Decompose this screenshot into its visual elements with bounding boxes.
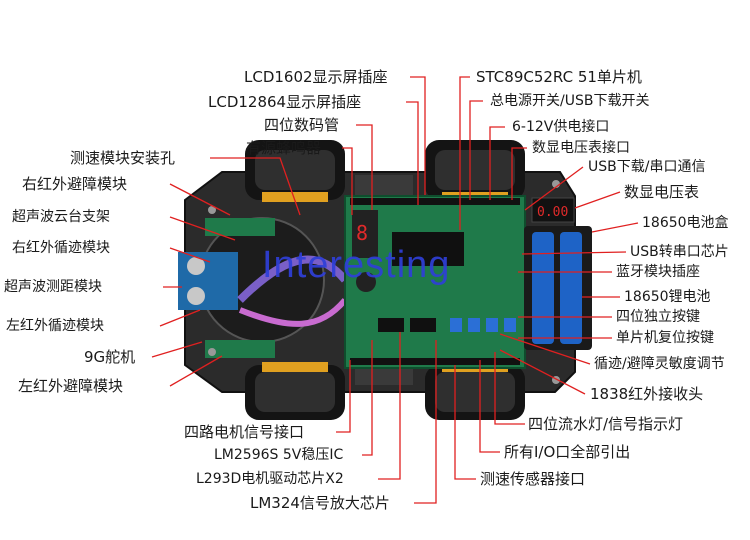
label-usb-serial: USB转串口芯片 [630,244,729,260]
battery-18650 [560,232,582,344]
leader-line-motor-sig [336,360,351,433]
leader-line-usb-serial [521,251,627,255]
leader-line-speed-hole [210,157,301,216]
mcu-chip [392,232,464,266]
leader-line-track-right [169,247,211,263]
capacitor [356,272,376,292]
label-voltmeter: 数显电压表 [624,183,700,201]
leader-line-leds4 [494,352,525,425]
label-ir-left: 左红外避障模块 [18,377,124,395]
label-track-right: 右红外循迹模块 [12,240,110,256]
leader-line-ultra-mount [169,216,236,241]
label-track-left: 左红外循迹模块 [6,318,104,334]
label-ultra-mount: 超声波云台支架 [12,209,110,225]
label-mcu: STC89C52RC 51单片机 [476,68,642,86]
label-bat-box: 18650电池盒 [642,215,729,231]
wheel-rear-left [245,362,345,420]
label-lm324: LM324信号放大芯片 [250,494,390,512]
leader-line-buzzer [342,147,353,215]
potentiometers [450,318,516,332]
leader-line-bat-box [591,222,639,233]
leader-line-lm2596 [362,340,373,456]
svg-text:8: 8 [356,221,368,245]
label-lcd1602: LCD1602显示屏插座 [244,68,388,86]
leader-line-ir-left [169,355,223,387]
l293d-chip [378,318,404,332]
leader-line-usb-dl [524,166,584,211]
ir-module-right [205,218,275,236]
ribbon-cable [237,255,349,303]
leader-line-servo [151,341,203,358]
leader-line-ir-right [169,183,231,216]
label-volt-port: 数显电压表接口 [532,140,630,156]
label-usb-dl: USB下载/串口通信 [588,159,706,175]
label-lm2596: LM2596S 5V稳压IC [214,447,344,463]
label-ir-recv: 1838红外接收头 [590,385,704,403]
label-motor-sig: 四路电机信号接口 [184,423,305,441]
label-reset-key: 单片机复位按键 [616,330,714,346]
l293d-chip [410,318,436,332]
label-sens-adj: 循迹/避障灵敏度调节 [594,356,725,372]
seven-seg-display [352,210,378,258]
label-ultra-range: 超声波测距模块 [4,279,102,295]
leader-line-voltmeter [574,191,621,209]
wheel-front-left [245,140,345,202]
leader-line-ir-recv [499,349,586,395]
label-power-in: 6-12V供电接口 [512,119,610,135]
label-io-out: 所有I/O口全部引出 [504,443,631,461]
battery-18650 [532,232,554,344]
leader-line-power-switch [469,100,483,200]
watermark-text: Interesting [262,244,451,286]
leader-line-l293d [378,332,401,480]
label-seg4: 四位数码管 [264,116,340,134]
label-l293d: L293D电机驱动芯片X2 [196,471,344,487]
leader-line-lm324 [414,340,437,504]
label-servo: 9G舵机 [84,348,136,366]
label-power-switch: 总电源开关/USB下载开关 [490,93,650,109]
leader-line-power-in [489,126,505,200]
label-li-bat: 18650锂电池 [624,289,711,305]
label-speed-sensor: 测速传感器接口 [480,470,586,488]
leader-line-sens-adj [499,333,591,365]
leader-line-lcd1602 [410,76,426,195]
label-keys4: 四位独立按键 [616,309,700,325]
label-leds4: 四位流水灯/信号指示灯 [528,415,684,433]
label-bt-socket: 蓝牙模块插座 [616,264,700,280]
leader-line-io-out [479,360,500,453]
label-lcd12864: LCD12864显示屏插座 [208,93,362,111]
leader-line-lcd12864 [406,101,419,205]
ir-module-left [205,340,275,358]
label-buzzer: 有源蜂鸣器 [246,139,322,157]
label-ir-right: 右红外避障模块 [22,175,128,193]
voltmeter-display [531,197,575,223]
leader-line-track-left [159,309,201,327]
leader-line-seg4 [356,124,373,210]
label-speed-hole: 测速模块安装孔 [70,149,176,167]
voltmeter-reading: 0.00 [537,205,568,220]
leader-line-speed-sensor [454,365,476,480]
leader-line-volt-port [511,147,527,200]
leader-line-mcu [459,76,470,230]
